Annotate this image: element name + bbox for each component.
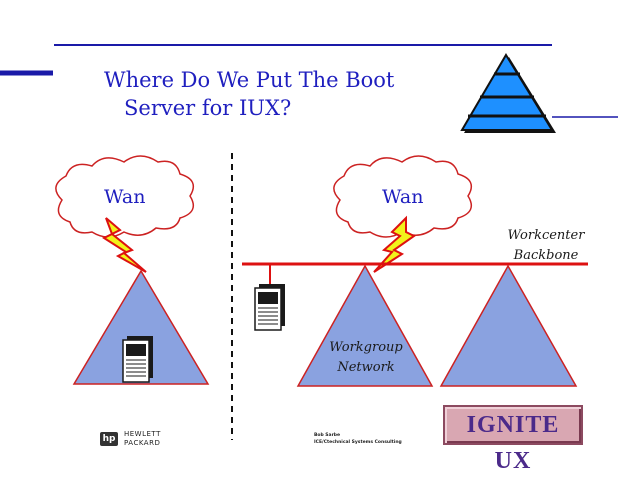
hp-logo: hp HEWLETT PACKARD [100,430,170,450]
cloud-icon [55,155,195,238]
credits-text: Bob Sarbe ICE/Ctechnical Systems Consult… [314,433,402,445]
slide-title: Where Do We Put The Boot Server for IUX? [104,68,395,120]
backbone-label: Workcenter Backbone [507,228,585,263]
server-icon [254,284,285,331]
workgroup-triangle [296,264,434,387]
ignite-ux-badge: IGNITE UX [443,405,583,474]
workgroup-label: Workgroup Network [329,340,403,375]
workcenter-triangle [439,264,578,387]
lightning-icon [101,217,147,273]
cloud-icon [333,155,473,238]
hp-logo-icon: hp [100,432,118,446]
pyramid-logo-icon [460,53,556,133]
lightning-icon [373,215,416,273]
left-network-triangle [72,269,210,385]
server-icon [122,336,153,383]
left-cloud-label: Wan [104,186,146,208]
right-cloud-label: Wan [382,186,424,208]
hp-logo-text: HEWLETT PACKARD [124,430,161,447]
